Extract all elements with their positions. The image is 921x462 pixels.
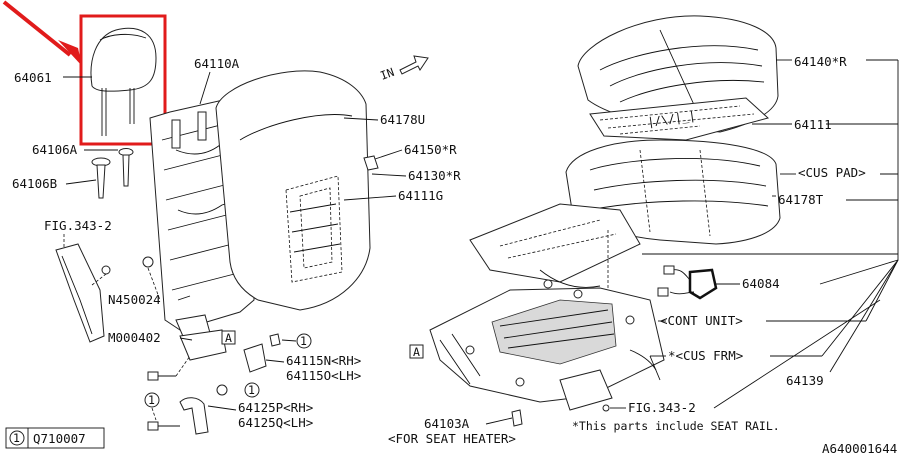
screw-icon	[147, 421, 180, 431]
label-fig343-2-right: FIG.343-2	[628, 400, 696, 415]
red-arrow-icon	[58, 40, 82, 66]
circle-one-marker	[144, 392, 160, 408]
circle-one-marker	[244, 382, 260, 398]
heater-pattern-text: |/\/|_|	[646, 108, 696, 129]
nut-icon	[101, 265, 111, 275]
cushion-frame-icon	[429, 279, 665, 411]
note-seat-rail: *This parts include SEAT RAIL.	[572, 419, 780, 433]
label-seat-heater: <FOR SEAT HEATER>	[388, 431, 516, 446]
callout-a-right	[409, 344, 424, 359]
label-cus-frm: *<CUS FRM>	[668, 348, 743, 363]
label-fig343-2-left: FIG.343-2	[44, 218, 112, 233]
legend-code: Q710007	[33, 431, 86, 446]
circle-one-marker	[296, 333, 312, 349]
bolt-icon	[216, 384, 228, 396]
circle-one-text: 1	[300, 334, 307, 348]
circle-one-text: 1	[148, 393, 155, 407]
bracket-icon	[243, 333, 281, 373]
label-64115n: 64115N<RH>	[286, 353, 361, 368]
circle-one-text: 1	[248, 383, 255, 397]
label-64106b: 64106B	[12, 176, 57, 191]
headrest-guide-icon	[91, 148, 134, 199]
bolt-icon	[602, 404, 610, 412]
label-64150r: 64150*R	[404, 142, 457, 157]
label-64125p: 64125P<RH>	[238, 400, 313, 415]
bolt-icon	[142, 256, 154, 268]
label-cont-unit: <CONT UNIT>	[660, 313, 743, 328]
heater-mat-icon: |/\/|_|	[589, 97, 770, 141]
label-64140r: 64140*R	[794, 54, 847, 69]
label-64178t: 64178T	[778, 192, 824, 207]
label-64106a: 64106A	[32, 142, 78, 157]
assembly-bracket	[642, 59, 899, 373]
label-m000402: M000402	[108, 330, 161, 345]
in-marker: IN	[378, 65, 396, 83]
callout-a-left	[221, 330, 236, 345]
label-64130r: 64130*R	[408, 168, 461, 183]
headrest-icon	[90, 27, 157, 136]
direction-arrow-icon: IN	[378, 55, 429, 83]
bracket-icon	[179, 397, 209, 435]
label-64061: 64061	[14, 70, 52, 85]
label-64084: 64084	[742, 276, 780, 291]
drawing-id: A640001644	[822, 441, 897, 456]
label-64125q: 64125Q<LH>	[238, 415, 313, 430]
label-cus-pad: <CUS PAD>	[798, 165, 866, 180]
label-64178u: 64178U	[380, 112, 425, 127]
highlight-annotation	[2, 0, 167, 146]
screw-icon	[147, 371, 176, 381]
callout-a-left-text: A	[225, 331, 232, 345]
label-64103a: 64103A	[424, 416, 470, 431]
clip-icon	[363, 155, 379, 171]
callout-a-right-text: A	[413, 345, 420, 359]
highlight-box	[79, 14, 167, 146]
legend-box: 1 Q710007	[5, 427, 105, 449]
label-64115o: 64115O<LH>	[286, 368, 361, 383]
seatback-pad-icon	[215, 70, 371, 311]
label-n450024: N450024	[108, 292, 161, 307]
label-64139: 64139	[786, 373, 824, 388]
wire-harness-icon	[657, 265, 718, 300]
legend-number: 1	[13, 431, 20, 445]
label-64111: 64111	[794, 117, 832, 132]
seat-heater-sheet-icon	[469, 203, 641, 288]
label-64111g: 64111G	[398, 188, 443, 203]
label-64110a: 64110A	[194, 56, 240, 71]
side-trim-icon	[55, 243, 105, 343]
connector-icon	[511, 409, 523, 427]
